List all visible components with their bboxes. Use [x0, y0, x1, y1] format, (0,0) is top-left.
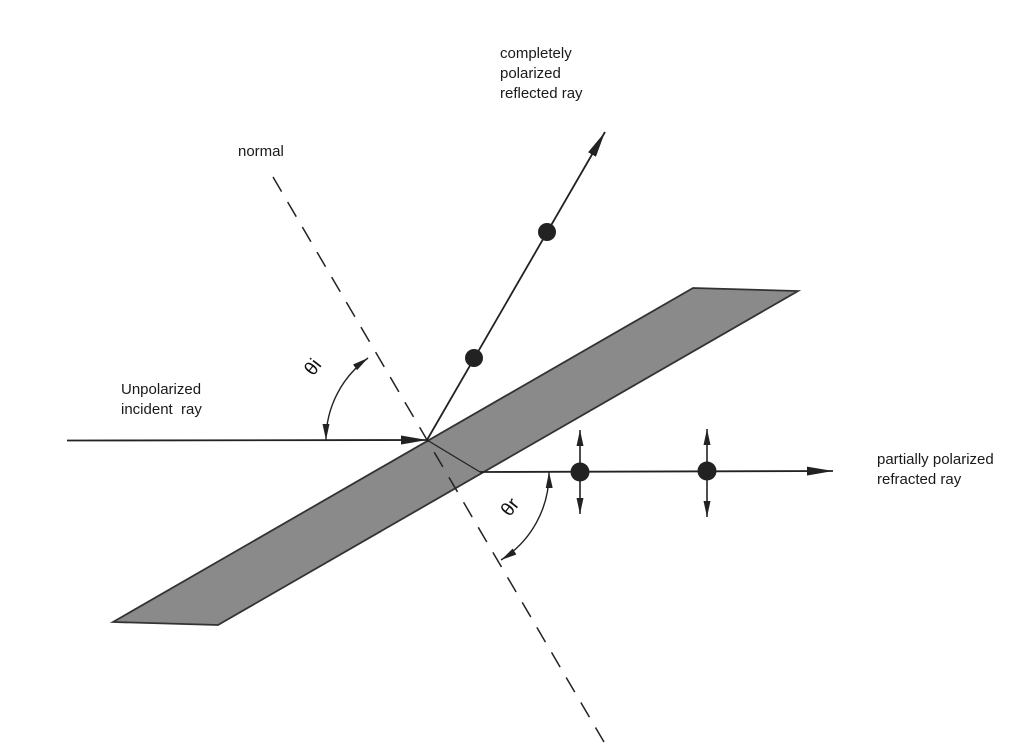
internal-ray — [426, 439, 481, 473]
refracted-ray — [479, 466, 834, 476]
polarization-dot — [697, 461, 717, 481]
normal-label: normal — [238, 143, 284, 160]
polarization-dots — [465, 223, 717, 482]
theta-r-arc — [500, 471, 553, 561]
polarization-dot — [570, 462, 590, 482]
incident-ray-label: Unpolarized incident ray — [121, 381, 202, 418]
polarization-dot — [538, 223, 556, 241]
ray-lines — [66, 131, 834, 743]
polarization-dot — [465, 349, 483, 367]
reflected-ray — [426, 131, 606, 441]
refracted-ray-label: partially polarized refracted ray — [877, 451, 994, 488]
normal-line — [272, 176, 605, 743]
theta-i-arc — [322, 357, 369, 441]
reflected-ray-label: completely polarized reflected ray — [500, 45, 583, 102]
incident-ray — [66, 435, 428, 445]
